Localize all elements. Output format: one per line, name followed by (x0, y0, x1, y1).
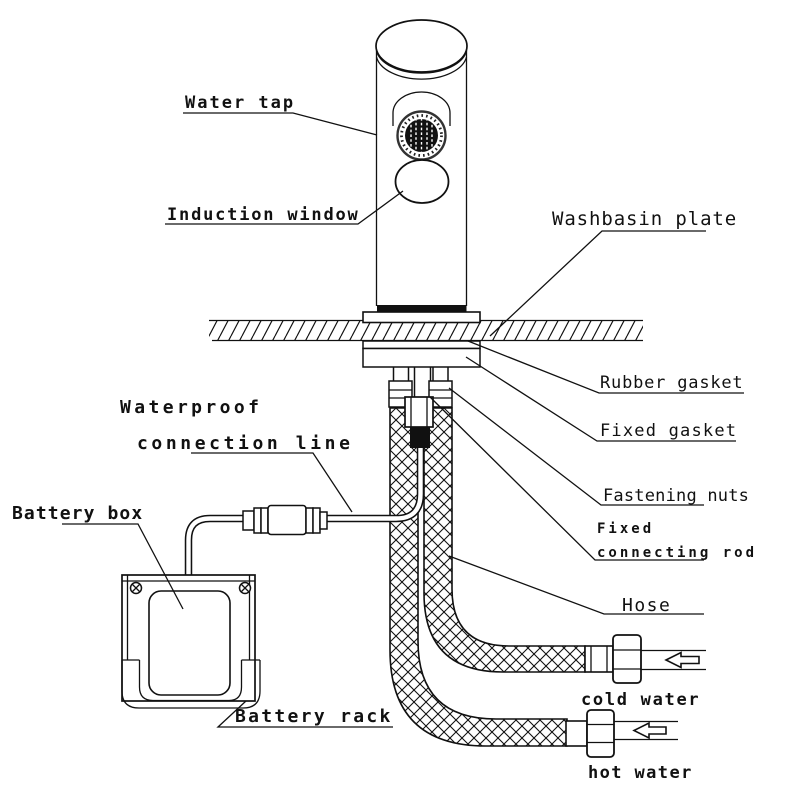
hot-flow-arrow-left-icon (632, 721, 667, 740)
mounting-flange (362, 311, 481, 324)
leader-hose (448, 555, 704, 615)
label-hot-water: hot water (588, 763, 693, 783)
battery-rack-drawing (121, 659, 261, 709)
tap-top-cap (375, 19, 468, 80)
screw-right-icon (238, 581, 252, 595)
fixed-connecting-rod-drawing (404, 396, 434, 448)
leader-battery-rack (216, 700, 393, 728)
leader-fixed-connecting-rod (429, 396, 704, 561)
label-waterproof-line2: connection line (137, 433, 354, 454)
rubber-gasket-drawing (362, 340, 481, 350)
water-tap-drawing (375, 19, 468, 312)
label-cold-water: cold water (581, 690, 700, 710)
label-induction-window: Induction window (167, 205, 360, 225)
label-hose: Hose (622, 595, 671, 616)
induction-window-drawing (394, 159, 450, 204)
label-water-tap: Water tap (185, 93, 295, 113)
leader-induction-window (165, 190, 404, 225)
leader-washbasin-plate (489, 230, 706, 337)
cold-water-valve (584, 634, 706, 684)
label-fixed-gasket: Fixed gasket (600, 421, 737, 441)
leader-water-tap (183, 112, 378, 136)
tap-base-ring (377, 305, 467, 312)
label-fixed-connecting-rod-line2: connecting rod (597, 545, 757, 561)
hot-water-valve (565, 709, 678, 758)
leader-battery-box (62, 523, 184, 610)
leader-lines (62, 112, 744, 728)
battery-cover-panel (148, 590, 231, 696)
leader-fixed-gasket (465, 356, 736, 442)
label-fastening-nuts: Fastening nuts (603, 486, 749, 506)
waterproof-connector (242, 504, 328, 536)
leader-waterproof-connection-line (191, 452, 353, 513)
battery-box-drawing (121, 574, 256, 702)
label-waterproof-line1: Waterproof (120, 397, 262, 418)
label-rubber-gasket: Rubber gasket (600, 373, 743, 393)
cold-water-hose (423, 407, 586, 673)
label-fixed-connecting-rod-line1: Fixed (597, 521, 654, 537)
screw-left-icon (129, 581, 143, 595)
leader-rubber-gasket (467, 340, 744, 394)
leader-fastening-nuts (448, 387, 704, 506)
label-washbasin-plate: Washbasin plate (552, 208, 737, 230)
spout-aerator (392, 91, 451, 161)
label-battery-box: Battery box (12, 503, 143, 524)
label-battery-rack: Battery rack (235, 706, 393, 727)
cold-flow-arrow-left-icon (664, 651, 700, 669)
fixed-gasket-drawing (362, 347, 481, 368)
